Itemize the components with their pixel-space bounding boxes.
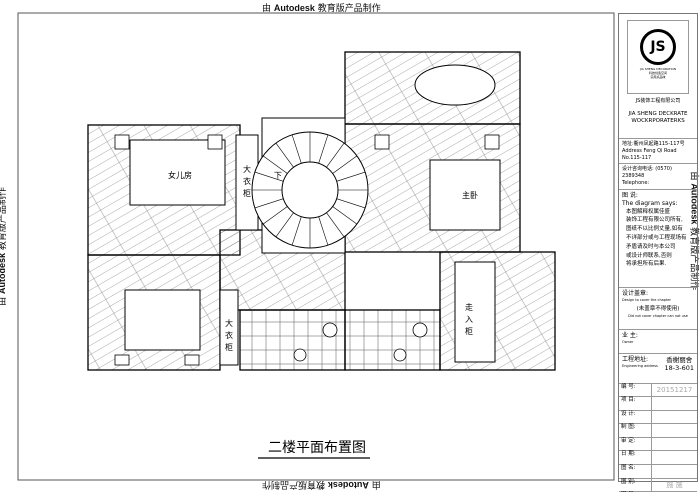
- label-master-bedroom: 主卧: [462, 190, 478, 200]
- plan-title: 二楼平面布置图: [268, 440, 366, 456]
- wardrobe-bottom: [219, 289, 239, 366]
- note-line: 或设计师联系,否则: [626, 252, 672, 259]
- bottom-bed: [124, 289, 201, 351]
- field-value: [652, 438, 697, 451]
- field-key: 审 定:: [619, 437, 652, 451]
- label-stairs-down: 下: [274, 171, 282, 180]
- field-key: 设 计:: [619, 410, 652, 424]
- svg-text:走: 走: [465, 303, 473, 312]
- field-key: 图 名:: [619, 465, 652, 478]
- field-value: [652, 451, 697, 464]
- title-block: JS JIA SHENG DECORATION 科技创造空间 实用点品味 JS装…: [618, 13, 698, 492]
- svg-text:衣: 衣: [243, 176, 251, 186]
- stair-tread: [262, 155, 288, 174]
- stair-tread: [318, 134, 329, 164]
- svg-text:柜: 柜: [225, 342, 233, 352]
- title-block-field: 图 名:: [619, 465, 697, 479]
- note-line: 不详部分或与工程现场有: [626, 235, 687, 242]
- svg-text:大: 大: [225, 318, 233, 328]
- field-key: 图 别:: [619, 478, 652, 492]
- field-value: [652, 424, 697, 437]
- note-line: 图纸不以比例丈量,如有: [626, 226, 683, 233]
- field-value: [652, 465, 697, 478]
- watermark-top: 由 Autodesk 教育版产品制作: [262, 3, 381, 14]
- note-line: 装饰工程有限公司所有,: [626, 217, 683, 224]
- field-value: [652, 397, 697, 410]
- note-line: 本图解释权属佳盛: [626, 208, 671, 215]
- stair-tread: [336, 198, 366, 209]
- title-block-field: 编 号: 20151217: [619, 383, 697, 398]
- note-line: 矛盾请及时与本公司: [626, 243, 676, 250]
- title-block-field: 日 期:: [619, 451, 697, 466]
- title-block-field: 制 图:: [619, 424, 697, 438]
- field-key: 制 图:: [619, 424, 652, 437]
- field-key: 项 目:: [619, 397, 652, 410]
- field-key: 日 期:: [619, 451, 652, 465]
- svg-text:柜: 柜: [465, 326, 473, 336]
- company-logo: JS JIA SHENG DECORATION 科技创造空间 实用点品味: [627, 20, 689, 94]
- title-block-field: 设 计:: [619, 410, 697, 425]
- stair-tread: [275, 212, 294, 238]
- stair-tread: [318, 216, 329, 246]
- stair-tread: [326, 142, 345, 168]
- stair-tread: [262, 206, 288, 225]
- rug: [414, 64, 496, 106]
- stair-tread: [291, 216, 302, 246]
- title-block-field: 审 定:: [619, 437, 697, 452]
- bathroom-left: [239, 309, 346, 371]
- stair-tread: [254, 198, 284, 209]
- field-key: 编 号:: [619, 383, 652, 397]
- walkin-closet: [454, 261, 496, 363]
- drawing-frame: [17, 12, 615, 481]
- stair-tread: [332, 155, 358, 174]
- svg-text:柜: 柜: [243, 188, 251, 198]
- stair-tread: [275, 142, 294, 168]
- stair-tread: [254, 171, 284, 182]
- stair-tread: [336, 171, 366, 182]
- title-block-field: 项 目:: [619, 397, 697, 411]
- stair-tread: [291, 134, 302, 164]
- svg-text:衣: 衣: [225, 330, 233, 340]
- bathroom-right: [344, 309, 441, 371]
- stair-tread: [332, 206, 358, 225]
- note-line: 将承担所有后果.: [626, 261, 667, 268]
- svg-text:大: 大: [243, 164, 251, 174]
- svg-text:入: 入: [465, 315, 473, 324]
- label-daughter-room: 女儿房: [168, 170, 192, 180]
- stair-tread: [326, 212, 345, 238]
- title-block-field: 图 别: 施 施: [619, 478, 697, 492]
- field-value: 20151217: [656, 385, 693, 394]
- master-bed: [429, 159, 501, 231]
- daughter-bed: [129, 139, 226, 206]
- field-value: 施 施: [666, 480, 683, 489]
- field-value: [652, 411, 697, 424]
